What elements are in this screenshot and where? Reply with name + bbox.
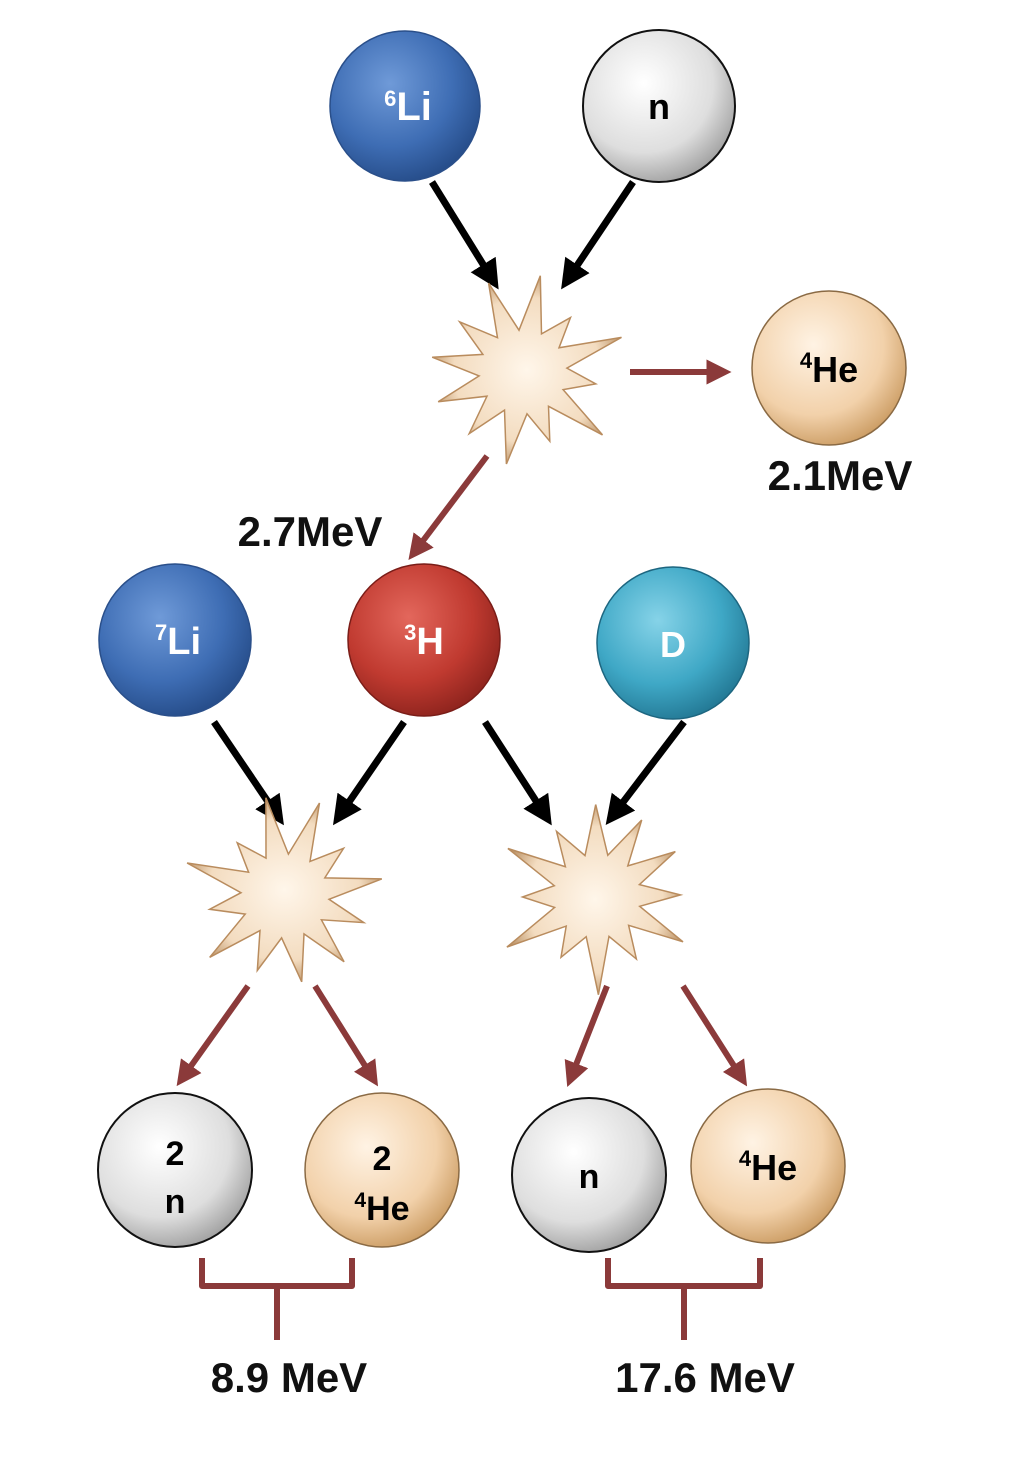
svg-text:4He: 4He bbox=[739, 1146, 797, 1188]
2n-symbol: n bbox=[165, 1183, 186, 1221]
arrow-n-to-burst bbox=[561, 180, 636, 290]
svg-text:6Li: 6Li bbox=[384, 85, 432, 129]
arrow-burst-to-h3 bbox=[408, 454, 490, 561]
li7-symbol: Li bbox=[167, 621, 201, 663]
svg-text:3H: 3H bbox=[404, 620, 444, 663]
particle-d: D bbox=[596, 566, 750, 720]
particle-he4-bottom: 4He bbox=[690, 1088, 846, 1244]
energy-label-h3: 2.7MeV bbox=[238, 508, 383, 555]
he4-bottom-symbol: He bbox=[751, 1147, 797, 1188]
d-symbol: D bbox=[660, 624, 686, 665]
particle-n-bottom: n bbox=[511, 1097, 667, 1253]
particle-he4-top: 4He bbox=[751, 290, 907, 446]
li6-symbol: Li bbox=[396, 85, 432, 129]
arrow-li6-to-burst bbox=[429, 180, 499, 290]
reaction-burst-left bbox=[186, 797, 383, 983]
arrow-left-burst-to-2n bbox=[176, 984, 251, 1087]
particle-h3: 3H bbox=[347, 563, 501, 717]
h3-mass-number: 3 bbox=[404, 620, 416, 645]
energy-label-he4-top: 2.1MeV bbox=[768, 452, 913, 499]
svg-text:4He: 4He bbox=[800, 348, 858, 390]
2he4-count: 2 bbox=[373, 1140, 392, 1178]
svg-text:4He: 4He bbox=[354, 1189, 409, 1228]
arrow-d-to-right-burst bbox=[605, 719, 687, 826]
2he4-symbol: He bbox=[366, 1190, 409, 1228]
n-bottom-symbol: n bbox=[579, 1158, 600, 1196]
he4-top-symbol: He bbox=[812, 349, 858, 390]
li7-mass-number: 7 bbox=[155, 620, 167, 645]
arrow-li7-to-burst bbox=[211, 720, 284, 826]
2he4-mass-number: 4 bbox=[354, 1189, 366, 1212]
arrow-right-burst-to-n bbox=[564, 984, 610, 1088]
particle-li7: 7Li bbox=[98, 563, 252, 717]
h3-symbol: H bbox=[416, 621, 443, 663]
particle-2n: 2 n bbox=[97, 1092, 253, 1248]
particle-n-top: n bbox=[582, 29, 736, 183]
particle-li6: 6Li bbox=[329, 30, 481, 182]
arrow-h3-to-right-burst bbox=[482, 720, 552, 826]
li6-mass-number: 6 bbox=[384, 86, 396, 111]
svg-text:7Li: 7Li bbox=[155, 620, 201, 663]
right-products-bracket bbox=[605, 1258, 763, 1340]
arrow-right-burst-to-he4 bbox=[680, 984, 748, 1087]
reaction-burst-right bbox=[506, 804, 684, 995]
he4-top-mass-number: 4 bbox=[800, 348, 813, 373]
left-products-bracket bbox=[199, 1258, 355, 1340]
energy-label-left-products: 8.9 MeV bbox=[211, 1354, 367, 1401]
reaction-burst-top bbox=[431, 275, 622, 465]
n-top-symbol: n bbox=[648, 86, 670, 127]
energy-label-right-products: 17.6 MeV bbox=[615, 1354, 795, 1401]
he4-bottom-mass-number: 4 bbox=[739, 1146, 752, 1171]
2n-count: 2 bbox=[166, 1135, 185, 1173]
arrow-left-burst-to-2he4 bbox=[312, 984, 379, 1087]
arrow-h3-to-left-burst bbox=[333, 720, 407, 826]
particle-2he4: 2 4He bbox=[304, 1092, 460, 1248]
